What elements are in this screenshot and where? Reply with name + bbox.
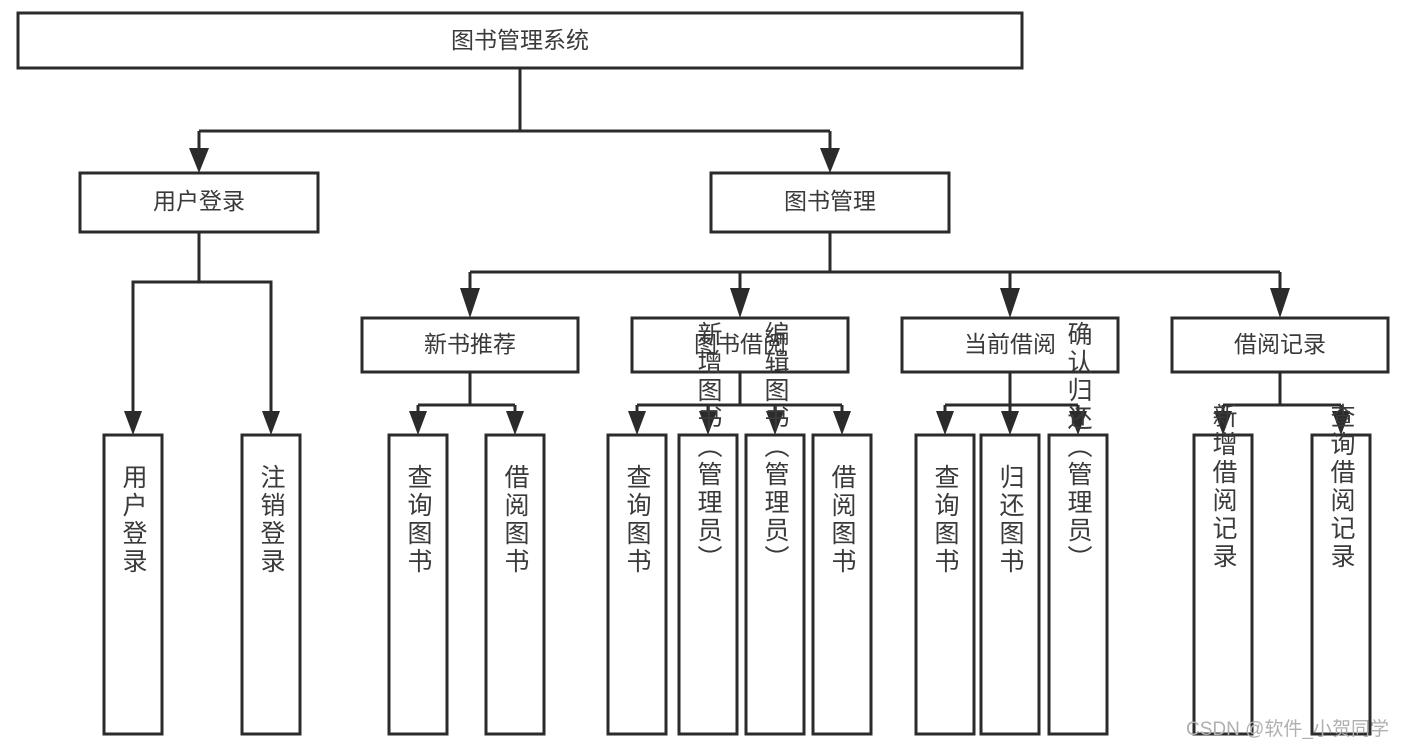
arrow-icon [820,148,840,173]
arrow-icon [833,411,851,435]
node-root[interactable]: 图书管理系统 [16,11,1024,70]
arrow-icon [628,411,646,435]
leaf-newbook-query-book[interactable]: 查询图书 [387,433,449,736]
leaf-logout[interactable]: 注销登录 [240,433,302,736]
leaf-currentborrow-return-book-label: 归还图书 [996,464,1025,576]
leaf-bookborrow-query-book-label: 查询图书 [623,464,652,576]
leaf-logout-label: 注销登录 [257,464,286,576]
node-book-borrow-label: 图书借阅 [694,331,786,357]
leaf-newbook-borrow-book[interactable]: 借阅图书 [484,433,546,736]
leaf-user-login-label: 用户登录 [119,464,148,576]
node-borrow-record-label: 借阅记录 [1234,331,1326,357]
leaf-borrowrecord-query-record-label: 查询借阅记录 [1327,403,1356,571]
node-current-borrow-box[interactable] [900,316,1120,374]
node-borrow-record-box[interactable] [1170,316,1390,374]
node-root-box[interactable] [16,11,1024,70]
leaf-bookborrow-edit-book-admin-box[interactable] [744,433,806,736]
node-current-borrow-label: 当前借阅 [964,331,1056,357]
leaf-logout-box[interactable] [240,433,302,736]
leaf-currentborrow-query-book-label: 查询图书 [931,464,960,576]
leaf-currentborrow-query-book-box[interactable] [914,433,976,736]
leaf-bookborrow-borrow-book-box[interactable] [811,433,873,736]
leaf-bookborrow-edit-book-admin[interactable]: 编辑图书（管理员） [744,321,806,736]
node-user-login-label: 用户登录 [153,188,245,214]
leaf-bookborrow-add-book-admin-label: 新增图书（管理员） [694,321,723,573]
leaf-currentborrow-return-book[interactable]: 归还图书 [979,433,1041,736]
node-new-book-recommend-label: 新书推荐 [424,331,516,357]
leaf-borrowrecord-add-record-box[interactable] [1192,433,1254,736]
leaf-user-login-box[interactable] [102,433,164,736]
leaf-bookborrow-add-book-admin-box[interactable] [677,433,739,736]
leaf-currentborrow-confirm-return-admin[interactable]: 确认归还（管理员） [1047,321,1109,736]
leaf-newbook-query-book-label: 查询图书 [404,464,433,576]
arrow-icon [1001,411,1019,435]
leaf-user-login[interactable]: 用户登录 [102,433,164,736]
arrow-icon [699,411,717,435]
arrow-icon [124,411,142,435]
connector-user-login-drop [131,280,199,405]
arrow-icon [766,411,784,435]
arrow-icon [1214,411,1232,435]
connector-user-login-drop2 [199,280,273,405]
leaf-bookborrow-query-book[interactable]: 查询图书 [606,433,668,736]
leaf-bookborrow-borrow-book[interactable]: 借阅图书 [811,433,873,736]
node-user-login[interactable]: 用户登录 [78,171,320,234]
node-book-management[interactable]: 图书管理 [709,171,951,234]
node-new-book-recommend[interactable]: 新书推荐 [360,316,580,374]
node-borrow-record[interactable]: 借阅记录 [1170,316,1390,374]
arrow-icon [189,148,209,173]
node-book-management-label: 图书管理 [784,188,876,214]
leaf-borrowrecord-query-record-box[interactable] [1310,433,1372,736]
node-new-book-recommend-box[interactable] [360,316,580,374]
arrow-icon [506,411,524,435]
leaf-bookborrow-query-book-box[interactable] [606,433,668,736]
arrow-icon [1332,411,1350,435]
leaf-currentborrow-return-book-box[interactable] [979,433,1041,736]
node-user-login-box[interactable] [78,171,320,234]
leaf-newbook-query-book-box[interactable] [387,433,449,736]
leaf-bookborrow-add-book-admin[interactable]: 新增图书（管理员） [677,321,739,736]
node-book-management-box[interactable] [709,171,951,234]
arrow-icon [262,411,280,435]
leaf-borrowrecord-query-record[interactable]: 查询借阅记录 [1310,403,1372,736]
arrowheads-layer [124,148,1350,435]
leaf-currentborrow-confirm-return-admin-box[interactable] [1047,433,1109,736]
arrow-icon [409,411,427,435]
leaf-bookborrow-borrow-book-label: 借阅图书 [828,464,857,576]
leaf-currentborrow-query-book[interactable]: 查询图书 [914,433,976,736]
leaf-newbook-borrow-book-box[interactable] [484,433,546,736]
leaf-borrowrecord-add-record-label: 新增借阅记录 [1209,403,1238,571]
arrow-icon [1270,288,1290,318]
node-root-label: 图书管理系统 [451,27,589,53]
arrow-icon [730,288,750,318]
arrow-icon [1000,288,1020,318]
leaf-borrowrecord-add-record[interactable]: 新增借阅记录 [1192,403,1254,736]
arrow-icon [936,411,954,435]
leaf-bookborrow-edit-book-admin-label: 编辑图书（管理员） [761,321,790,573]
node-book-borrow[interactable]: 图书借阅 [630,316,850,374]
node-current-borrow[interactable]: 当前借阅 [900,316,1120,374]
leaf-currentborrow-confirm-return-admin-label: 确认归还（管理员） [1064,321,1093,573]
node-book-borrow-box[interactable] [630,316,850,374]
leaf-newbook-borrow-book-label: 借阅图书 [501,464,530,576]
arrow-icon [1069,411,1087,435]
arrow-icon [460,288,480,318]
